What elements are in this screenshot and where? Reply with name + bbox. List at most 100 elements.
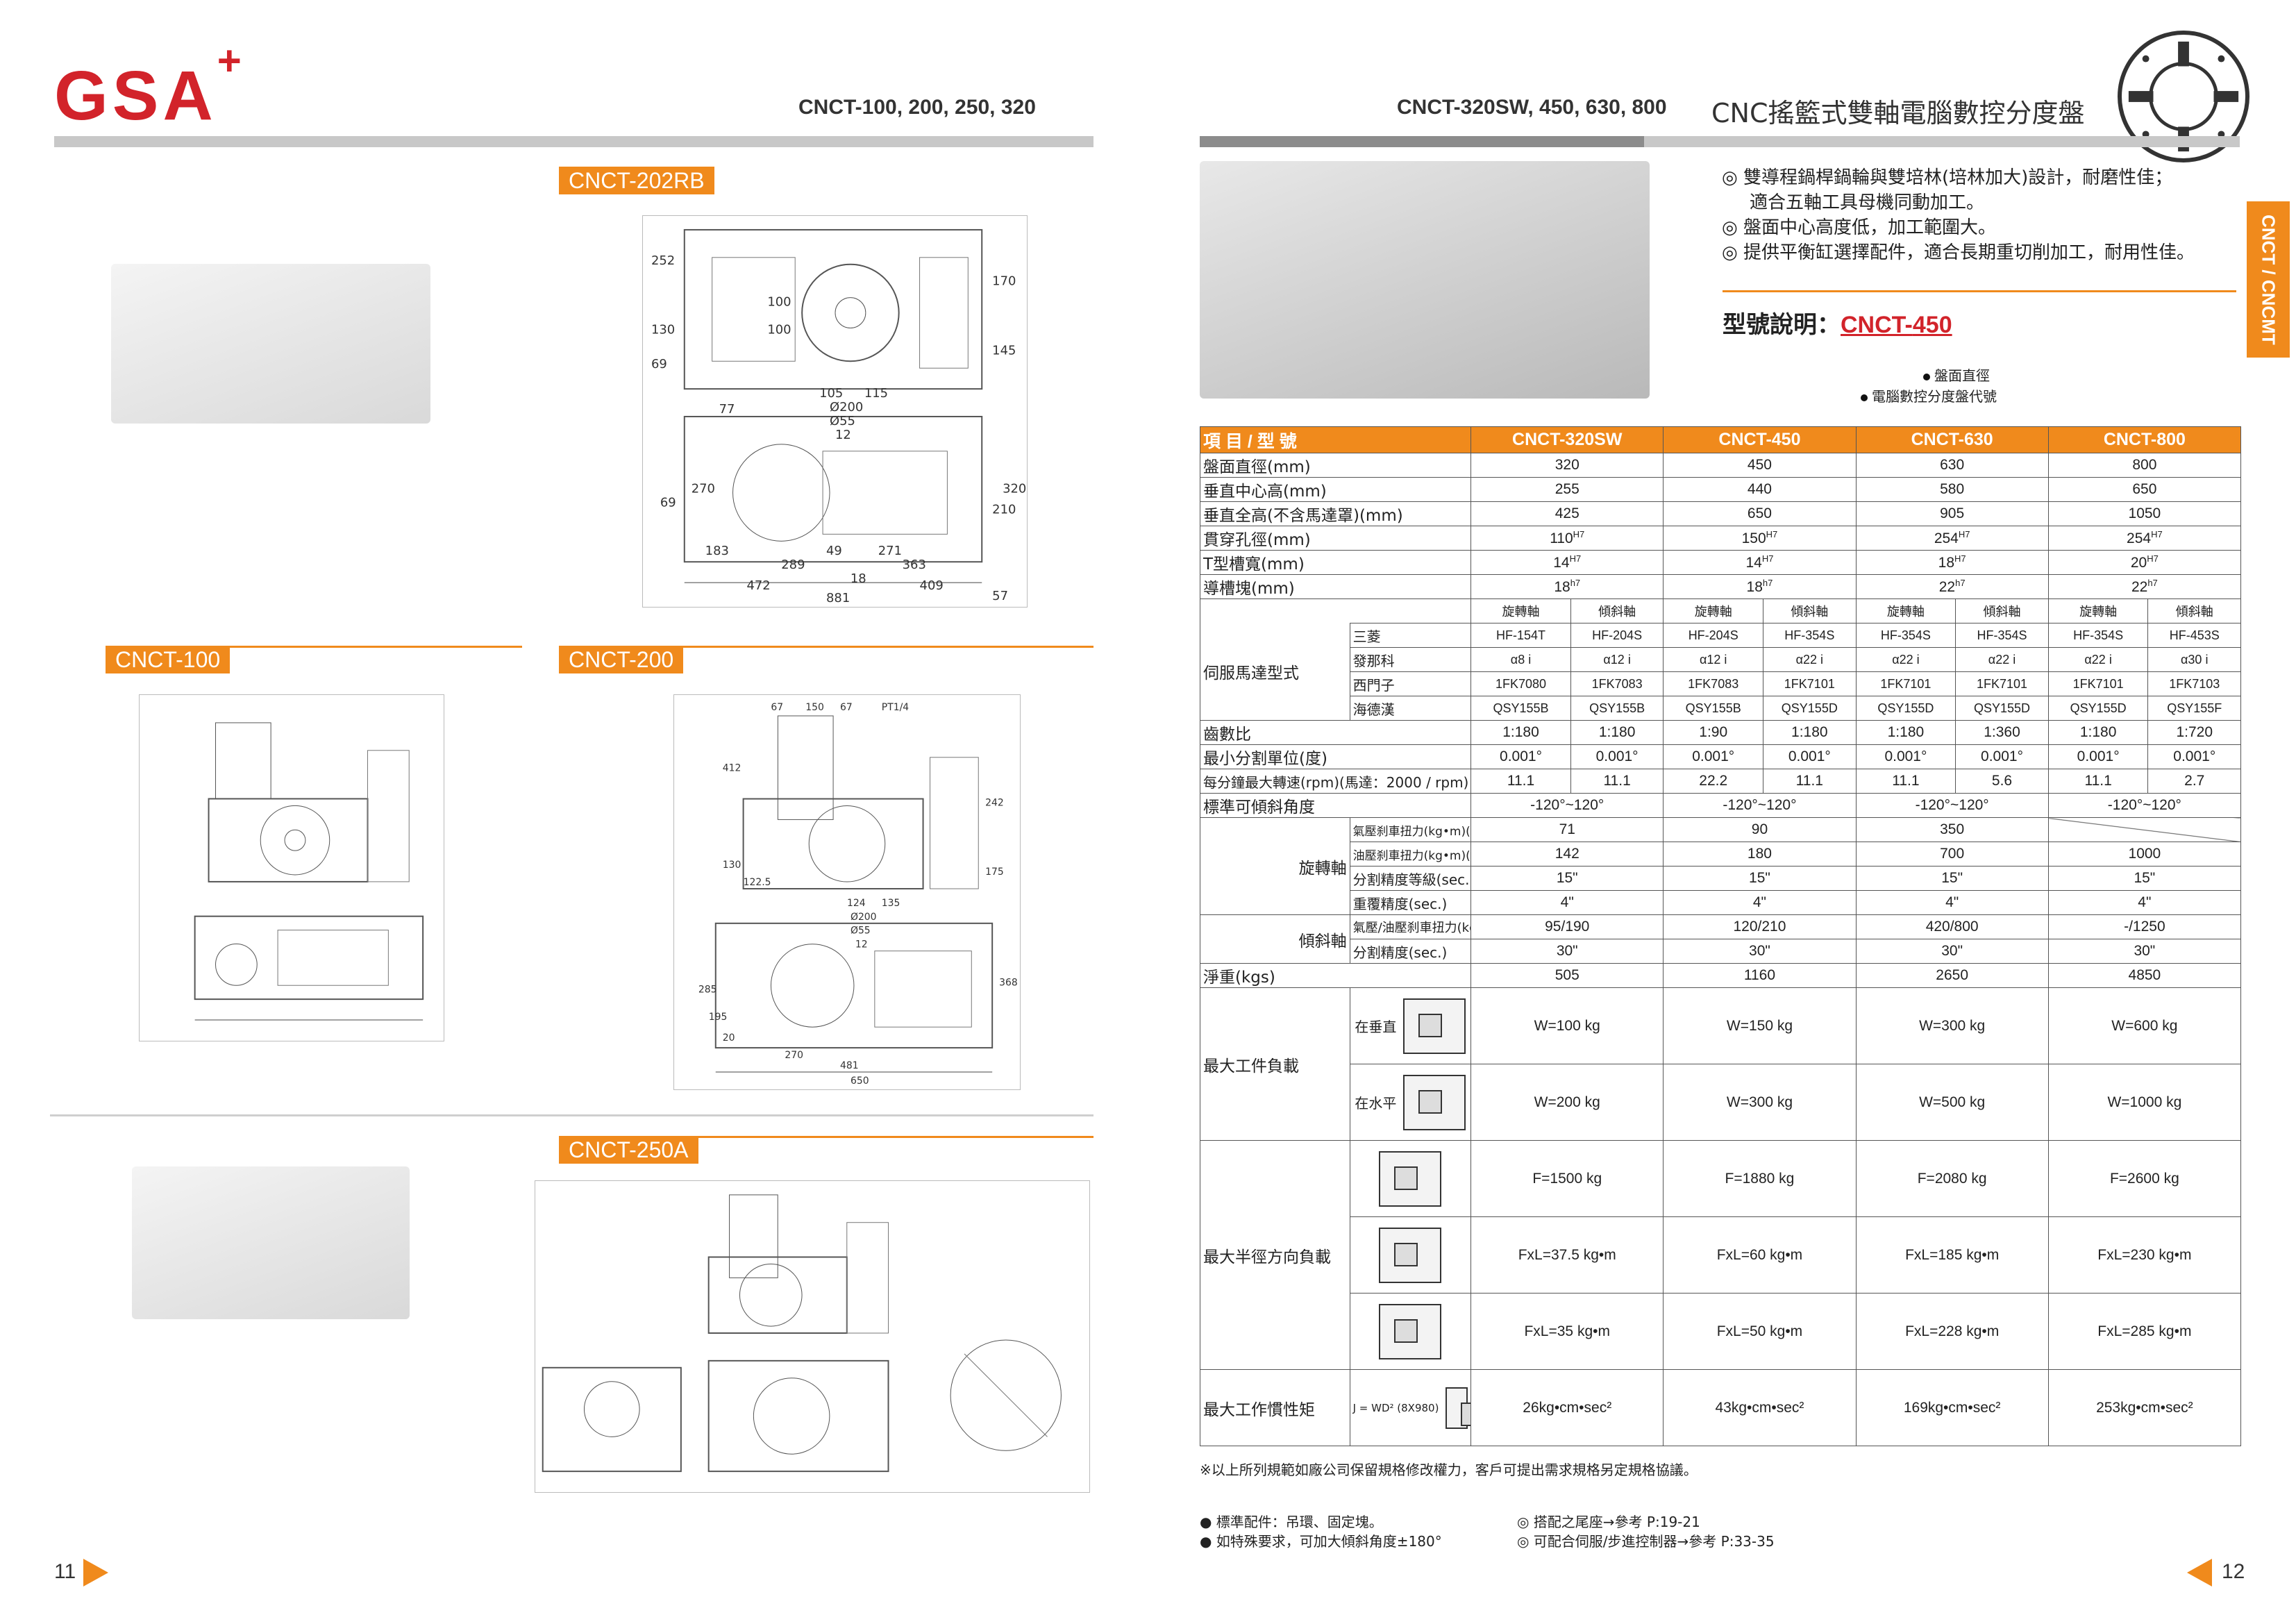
cell: α12 i (1570, 647, 1664, 672)
cell: 320 (1470, 453, 1664, 478)
group-label: 最大工件負載 (1200, 987, 1350, 1141)
bullet-icon (1923, 374, 1930, 380)
dim-text: Ø55 (850, 926, 871, 937)
feature-item: ◎ 雙導程鍋桿鍋輪與雙培林(培林加大)設計，耐磨性佳； (1722, 167, 2173, 188)
cell: 4" (1855, 890, 2049, 915)
row-label: 淨重(kgs) (1199, 963, 1472, 988)
table-row: 最小分割單位(度)0.001°0.001°0.001°0.001°0.001°0… (1199, 744, 2241, 769)
cell: α8 i (1470, 647, 1571, 672)
cell: W=600 kg (2047, 987, 2242, 1064)
radial-force-icon (1379, 1150, 1442, 1207)
cell: -120°~120° (1470, 793, 1664, 818)
dim-text: 150 (805, 702, 824, 713)
cell: QSY155D (1855, 696, 1956, 721)
dim-text: 12 (835, 428, 851, 442)
diagonal-cell (2047, 817, 2242, 842)
page-arrow-left-icon (2187, 1559, 2212, 1587)
cell: 90 (1663, 817, 1857, 842)
axis-label: 旋轉軸 (1663, 598, 1764, 623)
rot-axis-row: 分割精度等級(sec.)15"15"15"15" (1200, 866, 2242, 891)
cell: 700 (1855, 842, 2049, 867)
dim-text: 481 (840, 1060, 859, 1071)
cell: 2650 (1855, 963, 2049, 988)
cell: -120°~120° (1855, 793, 2049, 818)
cell: 1:90 (1663, 720, 1764, 745)
cell: 350 (1855, 817, 2049, 842)
cell: QSY155F (2147, 696, 2241, 721)
dim-text: Ø55 (830, 414, 855, 428)
footnote: ※以上所列規範如廠公司保留規格修改權力，客戶可提出需求規格另定規格協議。 (1200, 1462, 1698, 1478)
page-number-right: 12 (2222, 1560, 2245, 1583)
right-header-models: CNCT-320SW, 450, 630, 800 (1397, 96, 1667, 119)
cell: 169kg•cm•sec² (1855, 1369, 2049, 1446)
servo-label: 伺服馬達型式 (1200, 623, 1350, 721)
section-divider (50, 1114, 1093, 1116)
dim-text: 270 (785, 1050, 803, 1061)
axis-label: 傾斜軸 (2147, 598, 2241, 623)
cell: 425 (1470, 501, 1664, 526)
dim-text: 12 (855, 939, 868, 951)
cell: 4" (1663, 890, 1857, 915)
header-model: CNCT-630 (1855, 426, 2049, 453)
header-item: 項 目 / 型 號 (1199, 426, 1472, 453)
empty-cell (1199, 598, 1472, 623)
cell: 0.001° (1470, 744, 1571, 769)
vertical-load-icon (1403, 998, 1466, 1054)
cell: F=2600 kg (2047, 1140, 2242, 1217)
dim-text: 105 (819, 386, 843, 401)
axis-label: 旋轉軸 (1855, 598, 1956, 623)
radial-diagram-3 (1349, 1293, 1472, 1370)
group-label: 最大半徑方向負載 (1200, 1140, 1350, 1370)
load-diagram-vertical: 在垂直 (1349, 987, 1472, 1064)
cell: α22 i (1855, 647, 1956, 672)
cell: -/1250 (2047, 914, 2242, 939)
model-description-label: 型號說明： (1723, 311, 1841, 339)
note-item: ● 標準配件：吊環、固定塊。 (1200, 1514, 1383, 1530)
cell: 43kg•cm•sec² (1663, 1369, 1857, 1446)
cell: W=300 kg (1855, 987, 2049, 1064)
cell: 650 (2047, 477, 2242, 502)
section-tag-c250: CNCT-250A (559, 1136, 698, 1164)
cell: QSY155B (1663, 696, 1764, 721)
cell: F=2080 kg (1855, 1140, 2049, 1217)
cell: FxL=35 kg•m (1470, 1293, 1664, 1370)
dim-text: 57 (992, 589, 1008, 603)
cell: HF-154T (1470, 623, 1571, 648)
dim-text: 210 (992, 502, 1016, 517)
inertia-icon (1446, 1387, 1470, 1429)
drawing-c250 (535, 1180, 1090, 1493)
cell: F=1880 kg (1663, 1140, 1857, 1217)
cell: HF-354S (1855, 623, 1956, 648)
cell: 255 (1470, 477, 1664, 502)
cell: 11.1 (1855, 769, 1956, 794)
dim-text: 271 (878, 544, 902, 558)
axial-moment-icon (1379, 1303, 1442, 1359)
cell: 0.001° (1570, 744, 1664, 769)
cell: α12 i (1663, 647, 1764, 672)
axis-label: 傾斜軸 (1955, 598, 2049, 623)
cell: 1:360 (1955, 720, 2049, 745)
cell: 14H7 (1470, 550, 1664, 575)
section-line-c100 (106, 646, 522, 648)
brand-plus: + (217, 37, 246, 84)
cell: 0.001° (1955, 744, 2049, 769)
dim-text: 49 (826, 544, 842, 558)
radial-diagram-2 (1349, 1216, 1472, 1294)
left-header-bar (54, 136, 1093, 147)
cell: 800 (2047, 453, 2242, 478)
cell: 450 (1663, 453, 1857, 478)
cell: HF-354S (1763, 623, 1857, 648)
cell: F=1500 kg (1470, 1140, 1664, 1217)
product-photo-450 (1200, 161, 1650, 399)
side-tab: CNCT / CNCMT (2247, 201, 2290, 358)
dim-text: 881 (826, 591, 850, 605)
dim-text: 124 (847, 898, 866, 909)
